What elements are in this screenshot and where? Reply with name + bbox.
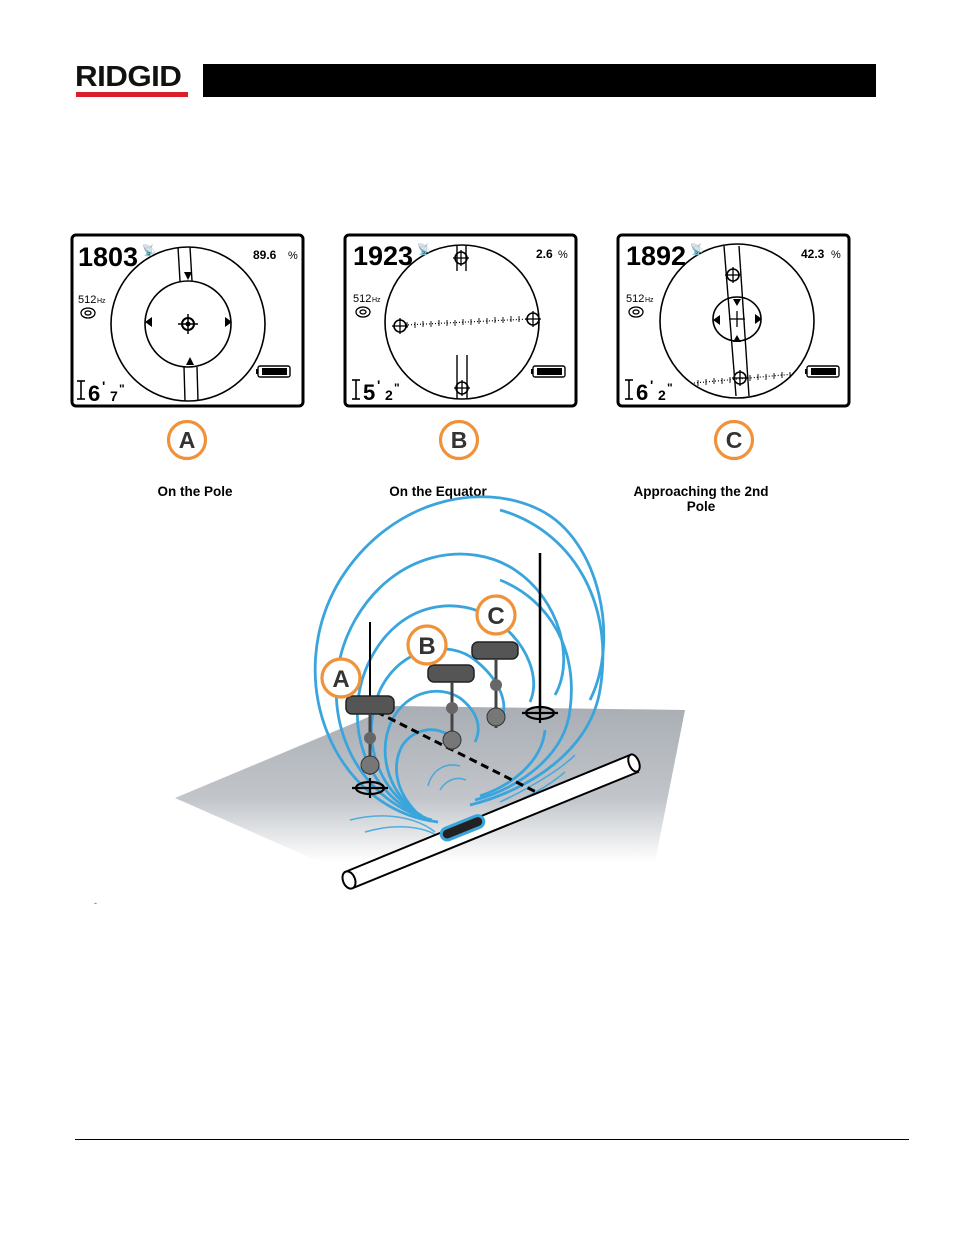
sonde-frequency: 512 [78,294,96,306]
frequency-value: 1923 [353,241,413,271]
signal-icon: 📡 [142,243,156,257]
stray-mark: - [94,898,97,908]
label-badge-b: B [438,419,480,461]
scene-badge-a: A [322,659,360,697]
locator-screen-c: 1892 📡 42.3 % 512 Hz 6 ' 2 " [616,233,851,408]
hz-unit: Hz [372,297,381,304]
depth-inches: 2 [658,387,666,403]
inch-mark: " [667,381,673,395]
hz-unit: Hz [97,298,106,305]
sonde-frequency: 512 [353,293,371,305]
svg-text:A: A [332,666,349,693]
feet-mark: ' [102,378,105,394]
signal-percent: 89.6 [253,248,277,262]
depth-feet: 6 [88,381,100,406]
scene-badge-b: B [408,626,446,664]
depth-inches: 7 [110,388,118,404]
header-bar [203,64,876,97]
field-illustration: A B C [170,470,700,900]
depth-feet: 6 [636,380,648,405]
svg-text:C: C [487,603,504,630]
sonde-frequency: 512 [626,293,644,305]
depth-feet: 5 [363,380,375,405]
svg-text:C: C [726,427,743,453]
percent-unit: % [831,249,841,261]
brand-name: RIDGID [75,62,181,92]
feet-mark: ' [650,377,653,393]
logo-underline [76,92,188,97]
svg-text:A: A [179,427,196,453]
inch-mark: " [119,382,125,396]
label-badge-c: C [713,419,755,461]
inch-mark: " [394,381,400,395]
percent-unit: % [558,249,568,261]
footer-rule [75,1139,909,1140]
signal-icon: 📡 [690,242,704,256]
signal-icon: 📡 [417,242,431,256]
frequency-value: 1892 [626,241,686,271]
depth-inches: 2 [385,387,393,403]
locator-screen-a: 1803 📡 89.6 % 512 Hz 6 ' 7 " [70,233,305,408]
locator-screen-b: 1923 📡 2.6 % 512 Hz 5 ' 2 " [343,233,578,408]
svg-text:B: B [418,633,435,660]
scene-badge-c: C [477,596,515,634]
frequency-value: 1803 [78,242,138,272]
label-badge-a: A [166,419,208,461]
ridgid-logo: RIDGID [75,62,190,100]
percent-unit: % [288,250,298,262]
svg-text:B: B [451,427,468,453]
signal-percent: 2.6 [536,247,553,261]
signal-percent: 42.3 [801,247,825,261]
hz-unit: Hz [645,297,654,304]
feet-mark: ' [377,377,380,393]
